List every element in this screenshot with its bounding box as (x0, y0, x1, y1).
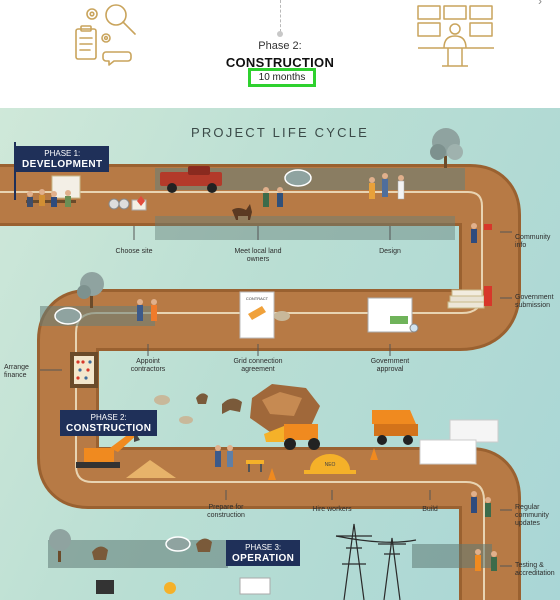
road-barrier-icon (246, 460, 264, 472)
phase-number: PHASE 3: (245, 543, 282, 552)
duration-badge: 10 months (248, 68, 316, 87)
tree-icon (430, 128, 463, 168)
label-testing-accreditation: Testing & accreditation (515, 562, 555, 577)
contract-label: CONTRACT (246, 296, 269, 301)
approval-blueprint-icon (367, 297, 419, 333)
phase-name: CONSTRUCTION (66, 423, 152, 434)
label-government-submission: Government submission (515, 294, 554, 309)
phase-name: DEVELOPMENT (22, 159, 103, 170)
rock-icon (274, 311, 290, 321)
phase-badge-development: PHASE 1: DEVELOPMENT (16, 146, 109, 172)
operator-monitoring-screens-icon (417, 5, 494, 67)
flag-pole (14, 142, 16, 200)
land-owners-icon (263, 187, 283, 207)
community-people-icon (471, 491, 491, 517)
label-meet-landowners: Meet local land owners (234, 248, 282, 263)
bush-icon (284, 169, 312, 187)
phase-subtitle: Phase 2: (258, 40, 302, 52)
label-design: Design (379, 248, 401, 255)
planning-magnifier-checklist-icon (75, 4, 136, 66)
diagram-title: PROJECT LIFE CYCLE (190, 125, 370, 140)
phase-header: Phase 2: CONSTRUCTION 10 months › (0, 0, 560, 108)
rock-icon (179, 416, 193, 424)
kangaroo-icon (92, 546, 108, 560)
kangaroo-icon (196, 393, 208, 404)
timeline-dot (277, 31, 283, 37)
project-life-cycle-infographic: PROJECT LIFE CYCLE (0, 108, 560, 600)
road-path: CONTRACT (0, 128, 521, 600)
tree-icon (49, 529, 71, 562)
phase-badge-construction: PHASE 2: CONSTRUCTION (60, 410, 158, 436)
hard-hat-label: NEO (325, 462, 336, 468)
bush-icon (165, 536, 191, 552)
bush-icon (54, 307, 82, 325)
design-team-icon (369, 173, 405, 200)
traffic-cone-icon (268, 468, 276, 480)
label-regular-updates: Regular community updates (515, 504, 549, 527)
team-meeting-icon (26, 175, 81, 207)
label-appoint-contractors: Appoint contractors (130, 358, 166, 373)
contract-document-icon (239, 291, 275, 339)
label-prepare-construction: Prepare for construction (207, 504, 245, 519)
contractors-icon (137, 299, 157, 321)
phase-badge-operation: PHASE 3: OPERATION (226, 540, 301, 566)
chevron-right-icon[interactable]: › (538, 0, 542, 8)
dog-icon (232, 204, 252, 220)
label-ticks (40, 226, 512, 567)
site-survey-icon (108, 196, 147, 211)
sand-pile-icon (126, 460, 176, 478)
hard-hat-icon (304, 454, 356, 474)
dump-truck-icon (372, 410, 418, 445)
rock-icon (154, 395, 170, 405)
terrace-1 (155, 216, 455, 240)
battery-containers-icon (419, 419, 499, 465)
timeline-connector (280, 0, 281, 32)
phase-number: PHASE 1: (44, 149, 81, 158)
abacus-icon (70, 352, 98, 388)
rock-pile-icon (250, 384, 320, 432)
label-arrange-finance: Arrange finance (4, 364, 29, 379)
operations-desk-icon (96, 577, 271, 595)
transmission-tower-icon (335, 523, 417, 600)
label-government-approval: Government approval (370, 358, 410, 373)
label-community-info: Community info (515, 234, 551, 249)
label-choose-site: Choose site (115, 248, 153, 255)
label-hire-workers: Hire workers (312, 506, 352, 513)
community-info-icon (471, 223, 492, 243)
label-grid-connection: Grid connection agreement (233, 358, 283, 373)
document-stack-icon (447, 286, 492, 309)
testing-worker-icon (475, 549, 497, 571)
phase-name: OPERATION (232, 553, 295, 564)
traffic-cone-icon (370, 448, 378, 460)
wheel-loader-icon (264, 424, 320, 450)
phase-title: CONSTRUCTION (225, 55, 335, 70)
tree-icon (77, 272, 104, 308)
kangaroo-icon (196, 538, 212, 552)
kangaroo-icon (222, 398, 242, 414)
phase-number: PHASE 2: (90, 413, 127, 422)
prepare-workers-icon (215, 445, 233, 467)
ute-truck-icon (160, 166, 222, 193)
label-build: Build (422, 506, 438, 513)
